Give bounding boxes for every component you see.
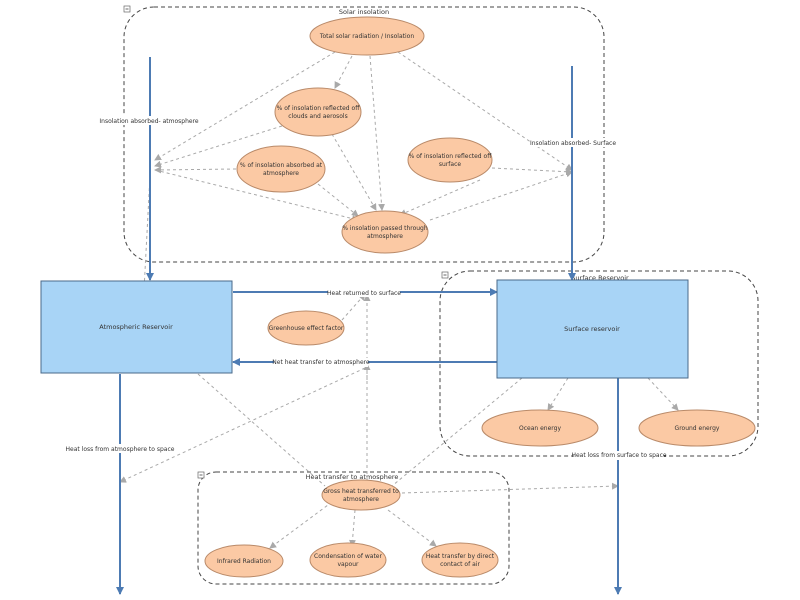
dep-clouds-to-passed	[331, 133, 377, 211]
label-heat-returned: Heat returned to surface	[327, 290, 401, 297]
node-label: atmosphere	[343, 496, 379, 503]
variable-nodes: Total solar radiation / Insolation % of i…	[204, 16, 756, 578]
node-greenhouse[interactable]: Greenhouse effect factor	[267, 310, 345, 346]
dep-total-to-passed	[369, 55, 386, 211]
node-label: Condensation of water	[314, 553, 382, 560]
dependency-links	[119, 51, 679, 549]
node-label: Greenhouse effect factor	[269, 325, 344, 332]
surface-reservoir-label: Surface reservoir	[564, 325, 620, 333]
dep-surface-to-ground	[647, 377, 679, 411]
dep-greenhouse-to-returned	[341, 293, 366, 321]
dep-passed-to-surface	[429, 170, 573, 221]
surface-reservoir[interactable]: Surface reservoir	[496, 279, 689, 379]
node-label: atmosphere	[263, 170, 299, 177]
dep-net-to-loss-atmos	[119, 367, 366, 483]
atmospheric-reservoir[interactable]: Atmospheric Reservoir	[40, 280, 233, 374]
dep-clouds-to-atmos	[154, 125, 283, 168]
node-ocean[interactable]: Ocean energy	[481, 409, 599, 447]
node-label: vapour	[338, 561, 360, 568]
node-label: atmosphere	[367, 233, 403, 240]
node-label: % of insolation reflected off	[409, 153, 493, 160]
group-solar-insolation[interactable]	[123, 6, 605, 263]
label-loss-atmos: Heat loss from atmosphere to space	[66, 446, 175, 453]
node-label: Heat transfer by direct	[426, 553, 495, 560]
dep-absorbed-to-passed	[317, 183, 359, 217]
dep-total-to-atmos	[154, 51, 336, 161]
collapse-surface-icon[interactable]	[441, 271, 449, 279]
group-title-solar: Solar insolation	[339, 8, 389, 16]
collapse-solar-icon[interactable]	[123, 5, 131, 13]
node-ground[interactable]: Ground energy	[638, 409, 756, 447]
node-label: Infrared Radiation	[217, 558, 271, 565]
dep-total-to-surface	[397, 51, 573, 171]
node-label: Gross heat transferred to	[323, 488, 399, 495]
dep-gross-to-loss-surface	[401, 482, 619, 494]
label-net-heat: Net heat transfer to atmosphere	[272, 359, 370, 366]
dep-gross-to-infrared	[269, 501, 333, 549]
dep-absorbed-to-atmos	[154, 166, 237, 174]
node-label: clouds and aerosols	[288, 113, 347, 120]
label-insolation-atmos: Insolation absorbed- atmosphere	[99, 118, 199, 125]
dep-gross-to-condensation	[349, 509, 356, 547]
node-label: surface	[439, 161, 461, 168]
node-total-solar[interactable]: Total solar radiation / Insolation	[309, 16, 425, 56]
node-label: Ocean energy	[519, 425, 561, 432]
dep-atmos-to-passed	[154, 169, 359, 222]
atmospheric-reservoir-label: Atmospheric Reservoir	[99, 323, 173, 331]
group-surface-reservoir[interactable]	[439, 270, 759, 457]
node-infrared[interactable]: Infrared Radiation	[204, 544, 284, 578]
label-insolation-surface: Insolation absorbed- Surface	[530, 140, 616, 147]
dep-total-to-clouds	[334, 55, 353, 89]
group-title-heat: Heat transfer to atmosphere	[306, 473, 399, 481]
flow-labels: Insolation absorbed- atmosphere Insolati…	[66, 116, 667, 460]
dep-gross-to-contact	[387, 509, 437, 547]
collapse-heat-icon[interactable]	[197, 471, 205, 479]
group-title-surface: Surface Reservoir	[571, 274, 629, 282]
dep-reflected-to-passed	[399, 179, 481, 216]
dep-surface-to-gross	[391, 377, 523, 487]
dep-surface-to-ocean	[547, 377, 569, 411]
node-label: % of insolation absorbed at	[240, 162, 323, 169]
node-label: % insolation passed through	[342, 225, 428, 232]
label-loss-surface: Heat loss from surface to space	[571, 452, 666, 459]
node-label: contact of air	[440, 561, 480, 568]
node-label: Total solar radiation / Insolation	[319, 33, 414, 40]
node-label: % of insolation reflected off	[277, 105, 361, 112]
dep-atmos-to-gross	[197, 373, 326, 487]
node-label: Ground energy	[675, 425, 720, 432]
dep-reflected-to-surface	[491, 167, 573, 176]
